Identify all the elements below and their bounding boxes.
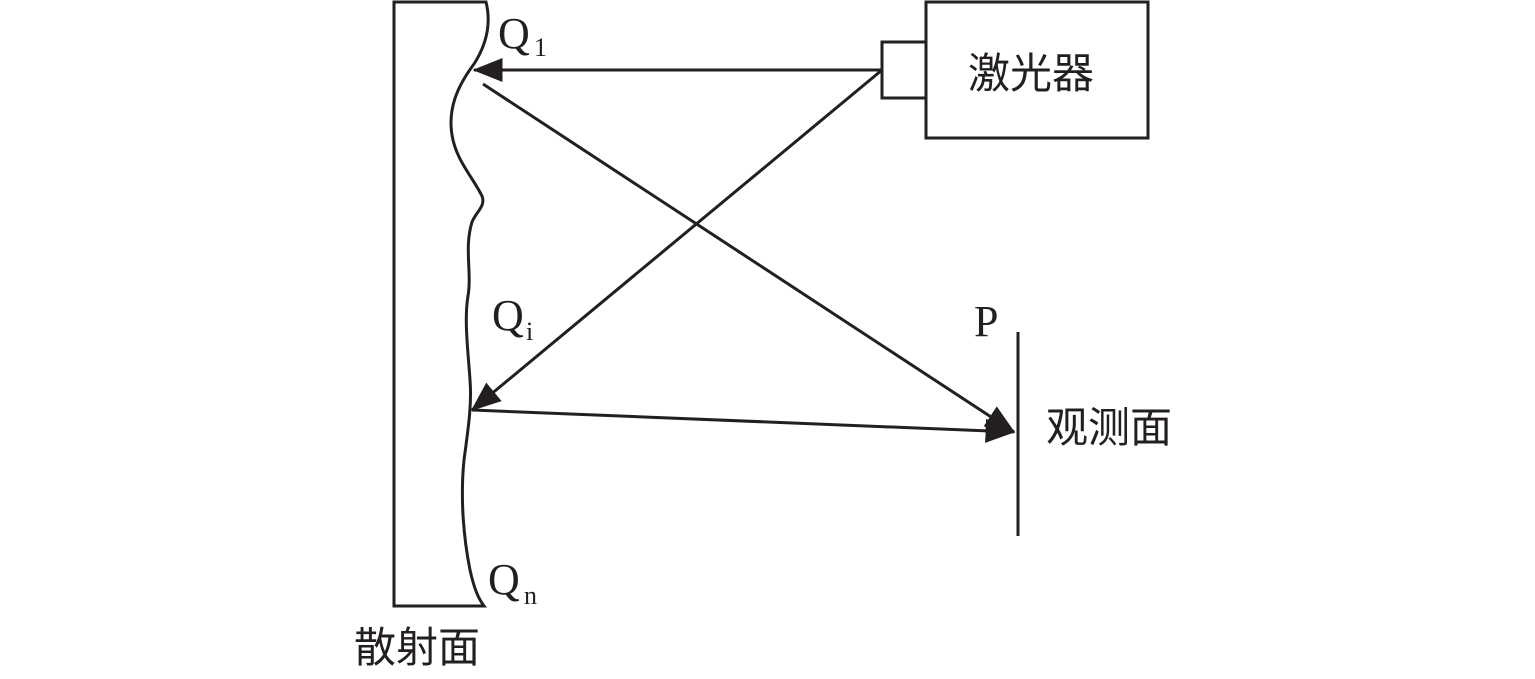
laser-label: 激光器 [968,49,1094,98]
observation-plane-label: 观测面 [1046,403,1172,452]
scatter-surface-label: 散射面 [354,623,480,672]
q1-label: Q [498,9,530,58]
qn-subscript: n [524,581,537,610]
point-p-label: P [974,297,998,346]
laser-nozzle [880,40,928,100]
q1-subscript: 1 [534,33,547,62]
beam-laser-to-qi [470,68,883,412]
qi-label: Q [492,291,524,340]
qi-subscript: i [526,317,533,346]
qn-label: Q [488,555,520,604]
scatter-q1-to-p [482,82,1016,434]
scattering-surface-shape [392,0,490,608]
scatter-qi-to-p [471,408,1016,443]
